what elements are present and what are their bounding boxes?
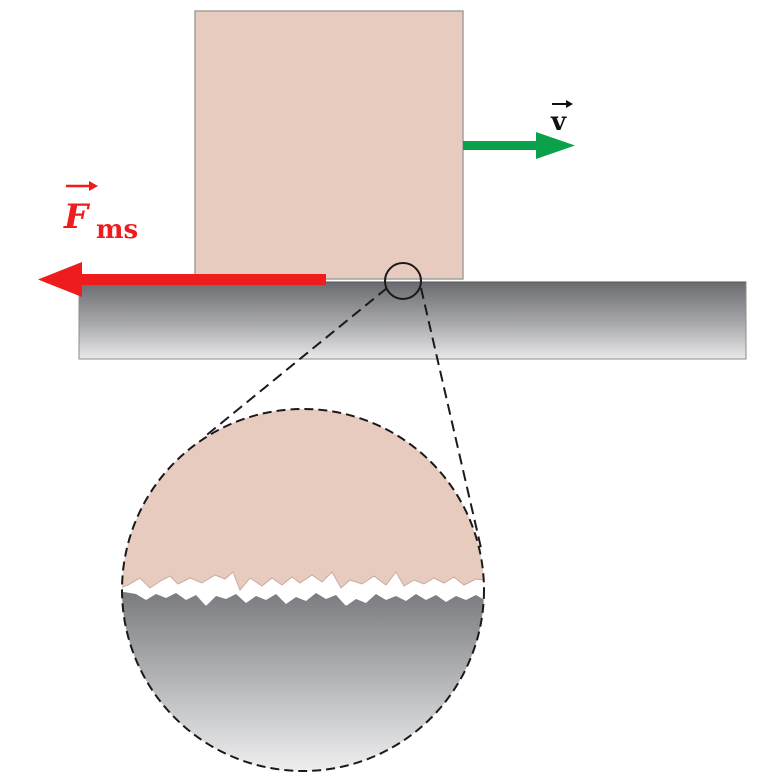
- velocity-label: v: [550, 100, 573, 137]
- friction-symbol: F: [63, 197, 91, 237]
- ground-surface: [78, 281, 747, 360]
- rough-block-edge: [122, 571, 484, 593]
- zoomed-contact-view: [122, 409, 484, 771]
- zoom-circle-outline: [121, 408, 485, 772]
- contact-gap: [122, 572, 484, 605]
- rough-surface: [122, 592, 484, 771]
- zoom-connector-right: [420, 287, 482, 549]
- velocity-arrow: [463, 132, 575, 159]
- friction-subscript: ms: [96, 215, 138, 245]
- contact-point-circle: [384, 262, 422, 300]
- friction-label: F ms: [63, 181, 138, 245]
- zoom-connector-left: [202, 287, 388, 439]
- sliding-block: [194, 10, 464, 280]
- velocity-symbol: v: [550, 107, 567, 137]
- friction-force-arrow: [38, 262, 326, 297]
